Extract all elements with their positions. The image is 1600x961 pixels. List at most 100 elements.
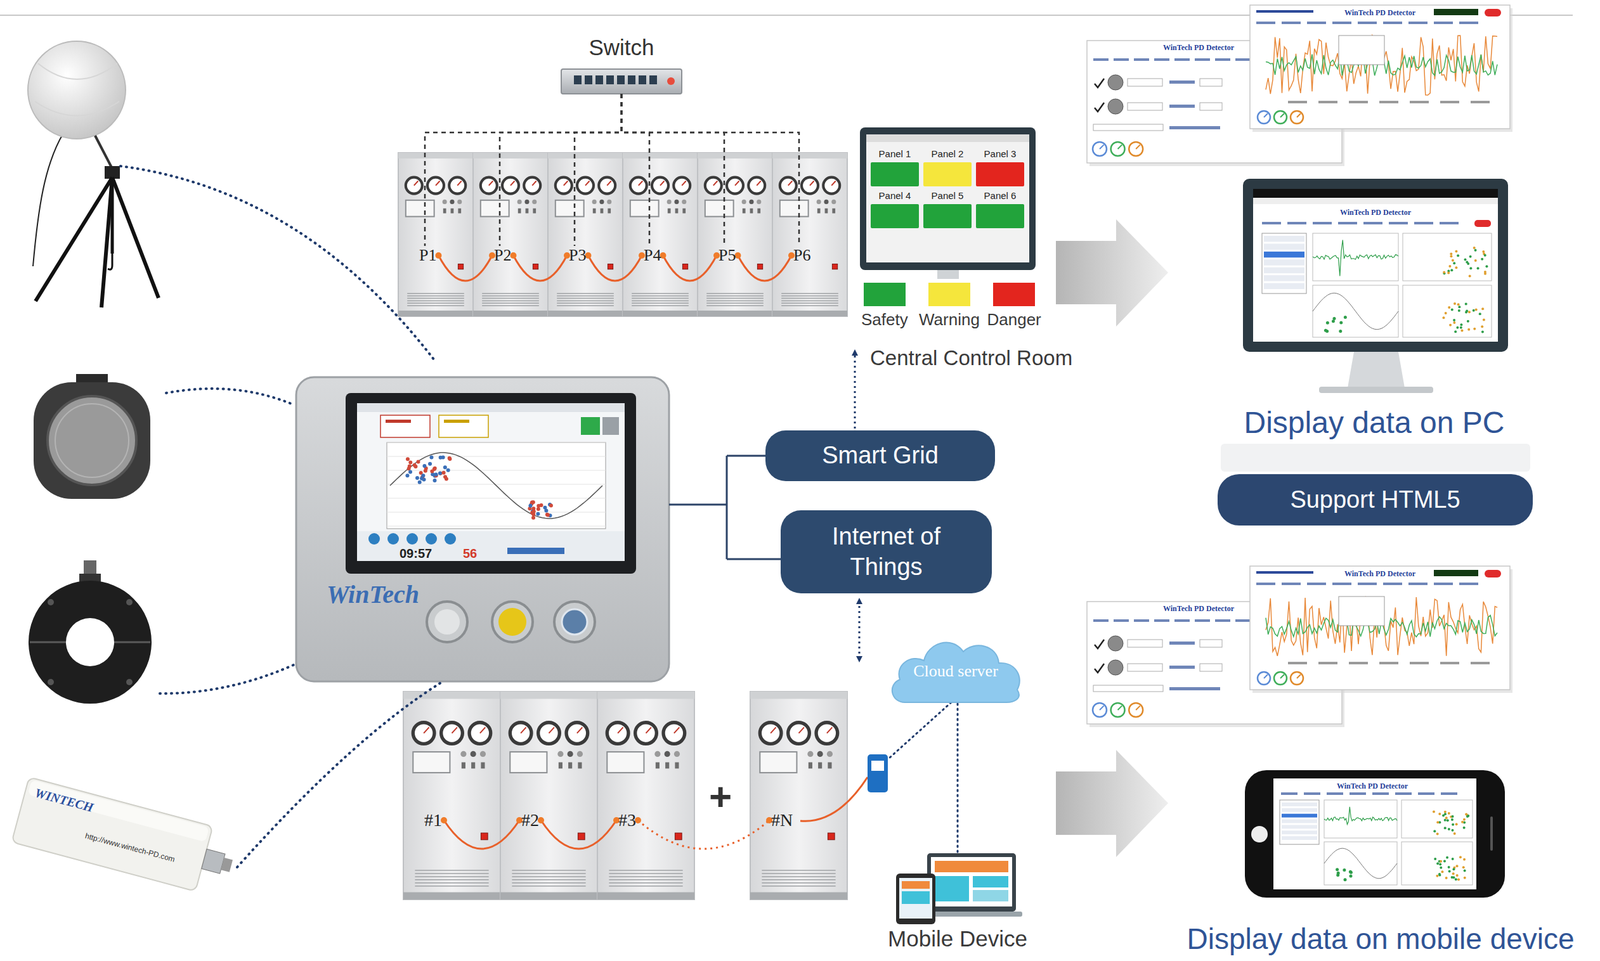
meter-gauge bbox=[788, 722, 810, 745]
menu-item bbox=[1312, 221, 1332, 225]
data-point bbox=[1445, 877, 1448, 880]
panel-status-tile: Panel 1 bbox=[870, 148, 919, 187]
mini-chart bbox=[1324, 842, 1398, 886]
menu-item bbox=[1287, 100, 1308, 104]
meter-gauge bbox=[780, 177, 797, 195]
data-point bbox=[1454, 330, 1457, 333]
sensor-box-top bbox=[27, 780, 210, 843]
discharge-point bbox=[530, 500, 534, 505]
meter-gauge bbox=[405, 177, 423, 195]
vent-slot bbox=[706, 300, 764, 302]
indicator-lamp bbox=[592, 199, 597, 205]
hfct-ring-sensor bbox=[28, 580, 152, 704]
browser-bar bbox=[1253, 188, 1498, 198]
waveform bbox=[1312, 240, 1399, 277]
display-window bbox=[509, 752, 547, 774]
data-point bbox=[1443, 859, 1446, 863]
indicator-lamp bbox=[480, 751, 486, 758]
discharge-point bbox=[429, 455, 434, 460]
data-point bbox=[1463, 826, 1466, 830]
switch-toggle bbox=[518, 208, 522, 214]
cabinet-top bbox=[398, 152, 474, 159]
panel-label: P1 bbox=[417, 246, 439, 266]
browser-tab-bar bbox=[1253, 197, 1498, 205]
cabinet-body bbox=[697, 152, 773, 317]
channel-box bbox=[438, 415, 489, 438]
indicator-lamp bbox=[748, 199, 754, 205]
gauge-icon bbox=[1128, 142, 1143, 157]
discharge-point bbox=[433, 466, 437, 471]
vent-slot bbox=[556, 303, 614, 305]
discharge-point bbox=[421, 473, 425, 478]
vent-slot bbox=[781, 292, 839, 295]
laptop-screen bbox=[930, 857, 1013, 907]
menu-item bbox=[1408, 21, 1428, 25]
vent-slot bbox=[556, 298, 614, 300]
file-row bbox=[1281, 819, 1318, 824]
tripod-leg bbox=[112, 177, 159, 299]
cabinet-base bbox=[622, 310, 698, 317]
sensor-ring bbox=[55, 403, 129, 478]
data-point bbox=[1473, 327, 1476, 331]
discharge-point bbox=[413, 464, 418, 469]
switch-toggle bbox=[808, 762, 813, 770]
connector bbox=[956, 703, 959, 853]
connector bbox=[513, 255, 567, 281]
data-point bbox=[1462, 866, 1465, 869]
menu-item bbox=[1169, 641, 1195, 645]
grid-line bbox=[386, 498, 606, 500]
mini-chart bbox=[1401, 800, 1473, 839]
gauge-needle bbox=[480, 727, 486, 734]
status-strip bbox=[1433, 570, 1479, 577]
vent-slot bbox=[631, 298, 689, 300]
data-point bbox=[1449, 253, 1453, 256]
html5-box: Support HTML5 bbox=[1217, 474, 1533, 526]
vent-slot bbox=[608, 870, 683, 872]
select-box bbox=[1127, 102, 1163, 111]
vent-slot bbox=[761, 885, 836, 888]
discharge-point bbox=[528, 504, 533, 508]
data-point bbox=[1348, 870, 1353, 874]
tablet-screen bbox=[899, 878, 933, 919]
panel-status-tile: Panel 3 bbox=[975, 148, 1025, 187]
gauge-needle bbox=[585, 180, 590, 186]
antenna-cable bbox=[32, 133, 64, 267]
indicator-lamp bbox=[667, 199, 672, 205]
vent-slot bbox=[608, 879, 683, 881]
data-point bbox=[1432, 810, 1436, 814]
vent-slot bbox=[631, 305, 689, 307]
emergency-button bbox=[832, 263, 838, 269]
cabinet-base bbox=[597, 892, 695, 900]
data-point bbox=[1459, 323, 1463, 326]
status-color-block bbox=[975, 204, 1025, 229]
cabinet-body bbox=[473, 152, 548, 317]
indicator-lamp bbox=[674, 199, 679, 205]
grid-line bbox=[386, 512, 606, 514]
discharge-point bbox=[408, 470, 413, 475]
node-text: #1 bbox=[424, 810, 443, 831]
gauge-icon bbox=[1092, 703, 1107, 718]
switchgear-cabinet bbox=[547, 152, 623, 317]
pc-monitor bbox=[1242, 178, 1509, 352]
phone-speaker bbox=[1490, 818, 1493, 850]
stand-reflection bbox=[1220, 443, 1531, 472]
data-point bbox=[1343, 315, 1347, 319]
gauge-needle bbox=[674, 727, 680, 734]
discharge-point bbox=[405, 473, 410, 478]
data-point bbox=[1448, 870, 1451, 873]
menu-item bbox=[1287, 221, 1307, 225]
detector-housing bbox=[296, 377, 670, 682]
vent-slot bbox=[481, 305, 540, 307]
menu-item bbox=[1307, 582, 1327, 586]
gauge-needle bbox=[831, 180, 836, 186]
gauge-icon bbox=[1092, 142, 1107, 157]
data-point bbox=[1463, 877, 1467, 880]
menu-item bbox=[1408, 582, 1428, 586]
node-text: Switch bbox=[561, 34, 682, 61]
file-row bbox=[1281, 814, 1318, 819]
data-point bbox=[1440, 870, 1444, 874]
vent-slot bbox=[407, 305, 465, 307]
switch-toggle bbox=[532, 208, 536, 214]
indicator-lamp bbox=[599, 199, 604, 205]
data-point bbox=[1447, 272, 1450, 275]
